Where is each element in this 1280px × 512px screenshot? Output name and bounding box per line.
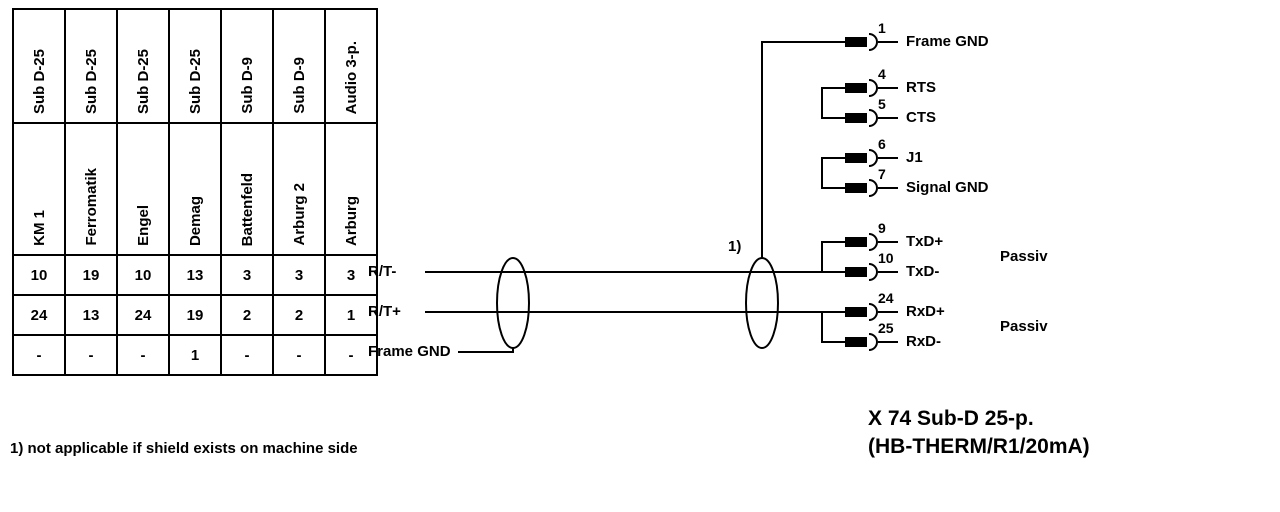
frame-gnd-pin-cell: -: [324, 334, 378, 376]
connector-type-cell: Sub D-25: [134, 48, 152, 114]
passiv-label-txd: Passiv: [1000, 248, 1048, 265]
connector-type-cell: Sub D-25: [186, 48, 204, 114]
machine-name-cell: Engel: [134, 205, 152, 246]
frame-gnd-pin-row: - - - 1 - - -: [12, 334, 378, 376]
wire-label-rt-plus: R/T+: [368, 303, 401, 320]
rt-minus-pin-cell: 3: [272, 254, 326, 296]
pin-number: 5: [878, 96, 886, 112]
rt-minus-pin-cell: 10: [116, 254, 170, 296]
connector-type-cell: Sub D-25: [82, 48, 100, 114]
frame-gnd-pin-cell: -: [64, 334, 118, 376]
pin-number: 4: [878, 66, 886, 82]
machine-pin-table: Sub D-25 Sub D-25 Sub D-25 Sub D-25 Sub …: [12, 8, 378, 376]
machine-name-cell: KM 1: [30, 210, 48, 246]
frame-gnd-pin-cell: -: [12, 334, 66, 376]
pin-number: 9: [878, 220, 886, 236]
rt-plus-pin-cell: 2: [220, 294, 274, 336]
rt-minus-pin-cell: 3: [324, 254, 378, 296]
pin-number: 24: [878, 290, 894, 306]
rt-plus-pin-cell: 24: [12, 294, 66, 336]
rt-plus-pin-cell: 2: [272, 294, 326, 336]
rt-plus-pin-cell: 19: [168, 294, 222, 336]
connector-type-cell: Sub D-25: [30, 48, 48, 114]
pin-name: CTS: [906, 109, 936, 126]
pin-number: 6: [878, 136, 886, 152]
frame-gnd-pin-cell: 1: [168, 334, 222, 376]
rt-plus-pin-cell: 1: [324, 294, 378, 336]
connector-title-line2: (HB-THERM/R1/20mA): [868, 435, 1090, 458]
rt-minus-pin-cell: 3: [220, 254, 274, 296]
frame-gnd-pin-cell: -: [220, 334, 274, 376]
rt-minus-pin-cell: 19: [64, 254, 118, 296]
machine-name-cell: Arburg: [342, 196, 360, 246]
pin-number: 1: [878, 20, 886, 36]
machine-name-cell: Arburg 2: [290, 183, 308, 246]
pin-number: 7: [878, 166, 886, 182]
pin-number: 10: [878, 250, 894, 266]
pin-name: TxD-: [906, 263, 940, 280]
pin-name: TxD+: [906, 233, 944, 250]
pin-name: Signal GND: [906, 179, 989, 196]
wire-label-rt-minus: R/T-: [368, 263, 397, 280]
footnote: 1) not applicable if shield exists on ma…: [10, 440, 358, 457]
rt-minus-pin-cell: 10: [12, 254, 66, 296]
connector-type-cell: Sub D-9: [290, 57, 308, 114]
note-reference: 1): [728, 238, 742, 255]
rt-minus-pin-cell: 13: [168, 254, 222, 296]
machine-name-row: KM 1 Ferromatik Engel Demag Battenfeld A…: [12, 122, 378, 256]
frame-gnd-pin-cell: -: [272, 334, 326, 376]
pin-name: RTS: [906, 79, 936, 96]
connector-type-cell: Audio 3-p.: [342, 40, 360, 114]
frame-gnd-pin-cell: -: [116, 334, 170, 376]
machine-name-cell: Demag: [186, 195, 204, 246]
rt-plus-pin-row: 24 13 24 19 2 2 1: [12, 294, 378, 336]
passiv-label-rxd: Passiv: [1000, 318, 1048, 335]
pin-name: RxD+: [906, 303, 945, 320]
machine-name-cell: Battenfeld: [238, 172, 256, 246]
wire-label-frame-gnd: Frame GND: [368, 343, 451, 360]
connector-type-cell: Sub D-9: [238, 57, 256, 114]
rt-plus-pin-cell: 13: [64, 294, 118, 336]
machine-name-cell: Ferromatik: [82, 168, 100, 246]
pin-number: 25: [878, 320, 894, 336]
connector-title-line1: X 74 Sub-D 25-p.: [868, 407, 1034, 430]
rt-plus-pin-cell: 24: [116, 294, 170, 336]
pin-name: Frame GND: [906, 33, 989, 50]
rt-minus-pin-row: 10 19 10 13 3 3 3: [12, 254, 378, 296]
connector-type-row: Sub D-25 Sub D-25 Sub D-25 Sub D-25 Sub …: [12, 8, 378, 124]
pin-name: J1: [906, 149, 923, 166]
pin-name: RxD-: [906, 333, 942, 350]
